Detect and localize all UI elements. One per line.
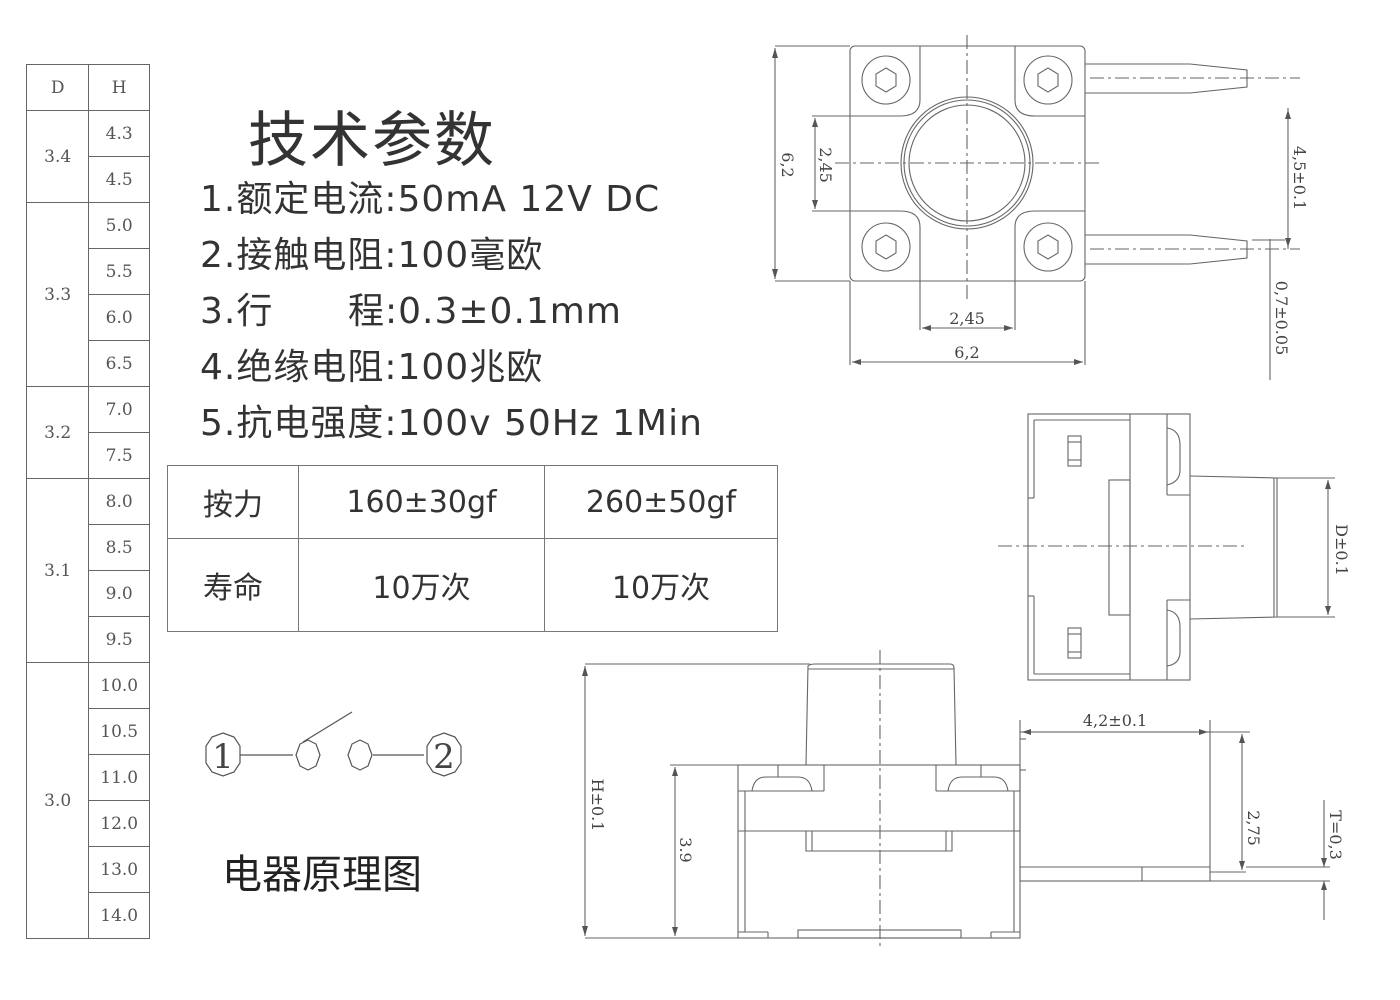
schematic-caption: 电器原理图 [222,852,422,898]
pin-section-outline [1019,731,1211,882]
terminal-2-label: 2 [433,737,455,777]
row-label-life: 寿命 [167,538,299,632]
force-life-table: 按力 160±30gf 260±50gf 寿命 10万次 10万次 [167,465,778,632]
switch-schematic: 1 2 [205,711,462,777]
table-row: 寿命 10万次 10万次 [167,538,778,632]
d-value: 3.4 [25,110,90,203]
d-value: 3.1 [25,478,90,663]
spec-item-contact-resistance: 2.接触电阻:100毫欧 [200,235,544,276]
h-value: 13.0 [88,846,150,893]
d-h-dimension-table: D H 3.4 4.3 4.5 3.3 5.0 5.5 6.0 6.5 3.2 … [25,64,150,939]
table-row: 按力 160±30gf 260±50gf [167,465,778,539]
h-value: 8.5 [88,524,150,571]
switch-lever [302,711,353,743]
side-body-outline [1027,413,1191,681]
h-value: 7.0 [88,386,150,433]
side-view-drawing: D±0.1 [998,413,1351,681]
row-label-force: 按力 [167,465,299,539]
dim-height-label: 6,2 [778,152,797,177]
spec-item-insulation-resistance: 4.绝缘电阻:100兆欧 [200,347,544,388]
h-value: 12.0 [88,800,150,847]
h-value: 4.3 [88,110,150,157]
h-value: 11.0 [88,754,150,801]
h-value: 6.0 [88,294,150,341]
contact-right-octagon [347,739,373,771]
spec-item-rated-current: 1.额定电流:50mA 12V DC [200,179,661,220]
plunger-side-outline [1189,475,1278,620]
h-value: 5.5 [88,248,150,295]
dim-pin-width-label: 0,7±0.05 [1272,281,1291,355]
h-value: 8.0 [88,478,150,525]
dim-width-label: 6,2 [954,343,979,362]
h-value: 9.0 [88,570,150,617]
dim-inner-width-label: 2,45 [949,309,985,328]
h-value: 4.5 [88,156,150,203]
terminal-1-octagon [205,732,241,777]
contact-left-octagon [295,739,321,771]
terminal-1-label: 1 [212,737,234,777]
d-value: 3.0 [25,662,90,939]
spec-item-dielectric-strength: 5.抗电强度:100v 50Hz 1Min [200,403,703,444]
d-value: 3.3 [25,202,90,387]
top-view-drawing: 6,2 2,45 2,45 6,2 4,5±0.1 0,7±0.05 [772,35,1309,380]
life-value: 10万次 [298,538,545,632]
spec-title: 技术参数 [248,106,496,176]
header-h: H [88,64,150,111]
force-value: 160±30gf [298,465,545,539]
force-value: 260±50gf [544,465,778,539]
dim-total-height-label: H±0.1 [588,779,607,832]
h-value: 5.0 [88,202,150,249]
spec-item-travel: 3.行 程:0.3±0.1mm [200,291,622,332]
dim-inner-height-label: 2,45 [816,147,835,183]
life-value: 10万次 [544,538,778,632]
h-value: 10.5 [88,708,150,755]
dim-thickness-label: T=0,3 [1326,810,1345,860]
dim-depth-label: 4,2±0.1 [1083,711,1147,730]
h-value: 7.5 [88,432,150,479]
dim-pin-pitch-label: 4,5±0.1 [1290,146,1309,210]
h-value: 9.5 [88,616,150,663]
dim-body-height-label: 3.9 [676,837,695,862]
h-value: 6.5 [88,340,150,387]
h-value: 14.0 [88,892,150,939]
dim-side-height-label: 2,75 [1244,810,1263,846]
front-view-drawing: 4,2±0.1 H±0.1 3.9 2,75 T=0,3 [582,650,1345,950]
dim-plunger-label: D±0.1 [1332,524,1351,576]
d-value: 3.2 [25,386,90,479]
header-d: D [25,64,90,111]
terminal-2-octagon [426,732,462,777]
plunger-front-outline [805,663,957,766]
h-value: 10.0 [88,662,150,709]
